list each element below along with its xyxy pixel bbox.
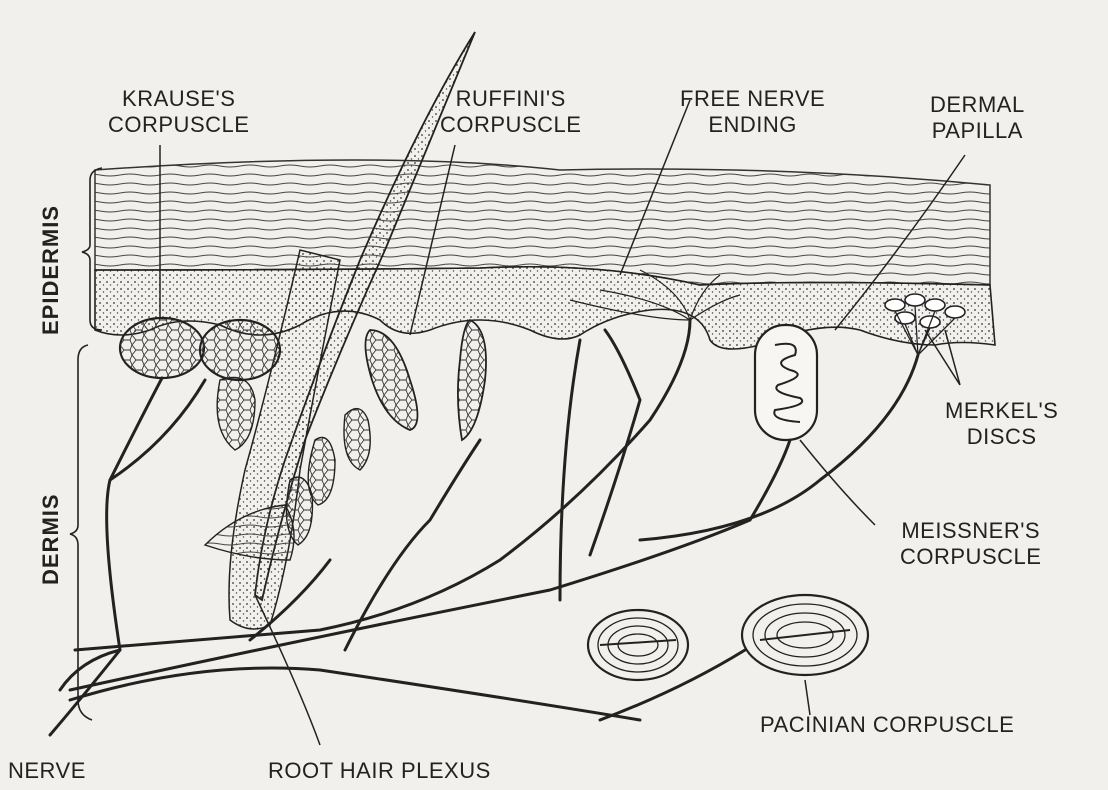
label-krause: KRAUSE'S CORPUSCLE (108, 86, 249, 138)
label-merkel: MERKEL'S DISCS (945, 398, 1058, 450)
label-ruffini-line1: RUFFINI'S (440, 86, 581, 112)
label-krause-line1: KRAUSE'S (108, 86, 249, 112)
krause-corpuscle (120, 318, 280, 380)
label-krause-line2: CORPUSCLE (108, 112, 249, 138)
label-merkel-line1: MERKEL'S (945, 398, 1058, 424)
label-meissner-line1: MEISSNER'S (900, 518, 1041, 544)
label-dermal-line2: PAPILLA (930, 118, 1025, 144)
meissner-corpuscle (755, 325, 817, 440)
label-root-hair-plexus: ROOT HAIR PLEXUS (268, 758, 491, 784)
label-dermal-papilla: DERMAL PAPILLA (930, 92, 1025, 144)
label-nerve: NERVE (8, 758, 86, 784)
label-dermal-line1: DERMAL (930, 92, 1025, 118)
label-meissner-line2: CORPUSCLE (900, 544, 1041, 570)
label-meissner: MEISSNER'S CORPUSCLE (900, 518, 1041, 570)
label-free-nerve-line2: ENDING (680, 112, 825, 138)
label-ruffini: RUFFINI'S CORPUSCLE (440, 86, 581, 138)
label-epidermis: EPIDERMIS (38, 205, 64, 335)
label-pacinian: PACINIAN CORPUSCLE (760, 712, 1014, 738)
label-dermis: DERMIS (38, 493, 64, 585)
label-free-nerve-line1: FREE NERVE (680, 86, 825, 112)
label-free-nerve-ending: FREE NERVE ENDING (680, 86, 825, 138)
pacinian-corpuscle (588, 595, 868, 680)
label-ruffini-line2: CORPUSCLE (440, 112, 581, 138)
label-merkel-line2: DISCS (945, 424, 1058, 450)
ruffini-corpuscle (365, 320, 486, 440)
